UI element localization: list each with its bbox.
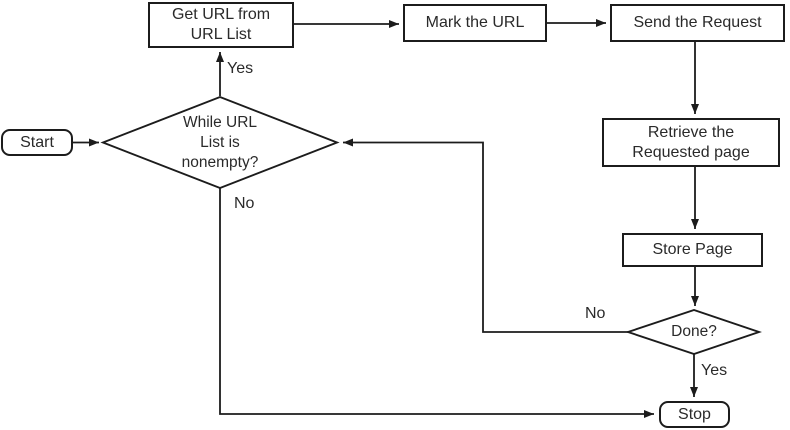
decision-while-url-list-nonempty bbox=[100, 95, 340, 190]
node-send-the-request: Send the Request bbox=[610, 4, 785, 42]
edge-label-while-no: No bbox=[234, 195, 255, 212]
edge-while-no-to-stop bbox=[219, 188, 654, 418]
edge-label-done-yes: Yes bbox=[701, 362, 728, 379]
edge-label-while-yes: Yes bbox=[227, 60, 254, 77]
node-store-page: Store Page bbox=[622, 233, 763, 267]
edge-label-done-no: No bbox=[585, 305, 606, 322]
decision-done bbox=[624, 308, 762, 356]
node-get-url-from-url-list: Get URL from URL List bbox=[148, 2, 294, 48]
node-retrieve-requested-page: Retrieve the Requested page bbox=[602, 118, 780, 167]
edge-done-no-to-while bbox=[343, 138, 628, 333]
node-stop: Stop bbox=[659, 401, 730, 428]
node-start: Start bbox=[1, 129, 73, 156]
node-mark-the-url: Mark the URL bbox=[403, 4, 547, 42]
